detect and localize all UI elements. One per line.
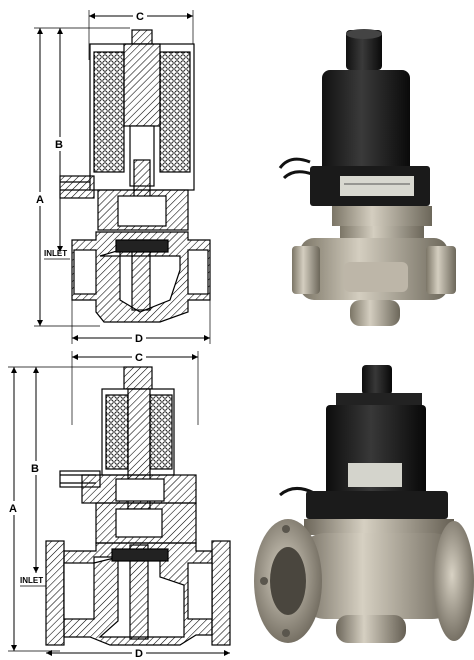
dimension-c-label: C xyxy=(135,352,143,364)
threaded-valve-photo xyxy=(278,29,456,326)
dimension-b-label: B xyxy=(31,463,39,475)
dimension-a: A xyxy=(34,27,130,327)
dimension-b: B xyxy=(30,367,42,573)
dimension-d: D xyxy=(71,300,211,345)
dimension-b-label: B xyxy=(55,139,63,151)
threaded-valve-cross-section-drawing: C A B D INLET xyxy=(34,9,211,345)
dimension-d-label: D xyxy=(135,648,143,660)
dimension-c: C xyxy=(88,9,194,60)
inlet-label: INLET xyxy=(20,576,43,585)
inlet-label: INLET xyxy=(44,249,67,258)
valve-drawing xyxy=(59,29,211,323)
dimension-a: A xyxy=(8,366,130,652)
flanged-valve-photo xyxy=(254,365,474,643)
dimension-d: D xyxy=(46,646,230,660)
dimension-c: C xyxy=(71,350,199,425)
dimension-b: B xyxy=(54,28,66,252)
dimension-d-label: D xyxy=(135,333,143,345)
valve-drawing xyxy=(45,366,231,646)
dimension-a-label: A xyxy=(9,503,17,515)
flanged-valve-cross-section-drawing: C A B D INLET xyxy=(8,350,231,660)
dimension-a-label: A xyxy=(36,194,44,206)
dimension-c-label: C xyxy=(136,11,144,23)
